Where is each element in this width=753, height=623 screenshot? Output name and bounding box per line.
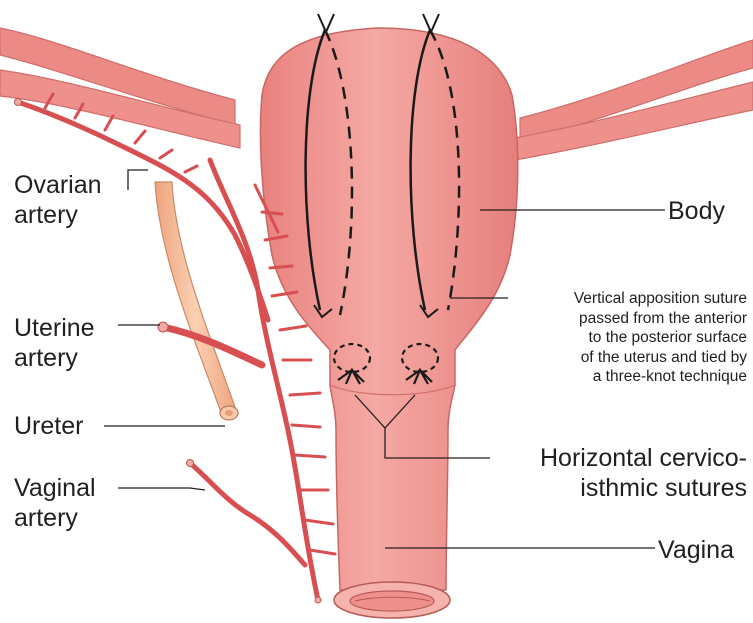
ureter-label: Ureter	[14, 411, 83, 441]
horizontal-sutures-label: Horizontal cervico-isthmic sutures	[540, 443, 747, 503]
vertical-suture-label: Vertical apposition suture passed from t…	[574, 289, 747, 387]
right-tubes	[515, 40, 753, 160]
vagina-label: Vagina	[658, 535, 734, 565]
body-label: Body	[668, 196, 725, 226]
left-tubes	[0, 28, 240, 148]
vaginal-artery-vessel	[187, 460, 306, 566]
vaginal-opening	[334, 582, 450, 618]
